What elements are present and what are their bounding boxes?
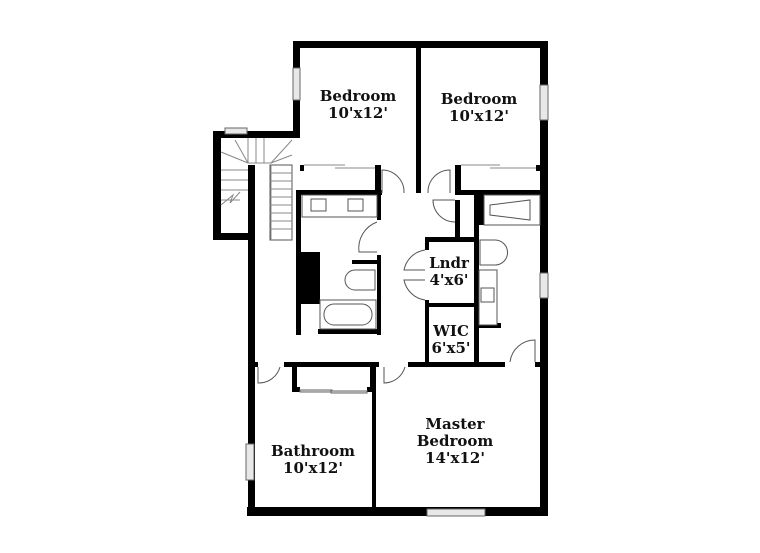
room-name: Bedroom	[319, 87, 397, 105]
room-name: Bedroom	[440, 90, 518, 108]
room-label-wic: WIC 6'x5'	[431, 323, 470, 357]
room-size: 10'x12'	[328, 104, 388, 122]
room-label-master-bedroom: Master Bedroom 14'x12'	[417, 416, 494, 467]
room-size: 10'x12'	[449, 107, 509, 125]
room-size: 10'x12'	[283, 459, 343, 477]
fixtures	[301, 194, 541, 330]
closet-doors	[299, 164, 536, 394]
room-size: 6'x5'	[431, 339, 471, 357]
room-label-laundry: Lndr 4'x6'	[429, 255, 469, 289]
doors	[257, 169, 536, 384]
room-name-line2: Bedroom	[416, 432, 494, 450]
room-label-bedroom-2: Bedroom 10'x12'	[441, 91, 518, 125]
room-label-bedroom-1: Bedroom 10'x12'	[320, 88, 397, 122]
interior-walls	[248, 41, 540, 512]
room-label-bathroom: Bathroom 10'x12'	[271, 443, 355, 477]
room-size: 4'x6'	[429, 271, 469, 289]
staircase	[220, 138, 293, 241]
room-name: WIC	[433, 322, 469, 340]
windows	[224, 67, 549, 517]
room-size: 14'x12'	[425, 449, 485, 467]
room-name: Bathroom	[270, 442, 356, 460]
room-name-line1: Master	[425, 415, 485, 433]
room-name: Lndr	[429, 254, 469, 272]
